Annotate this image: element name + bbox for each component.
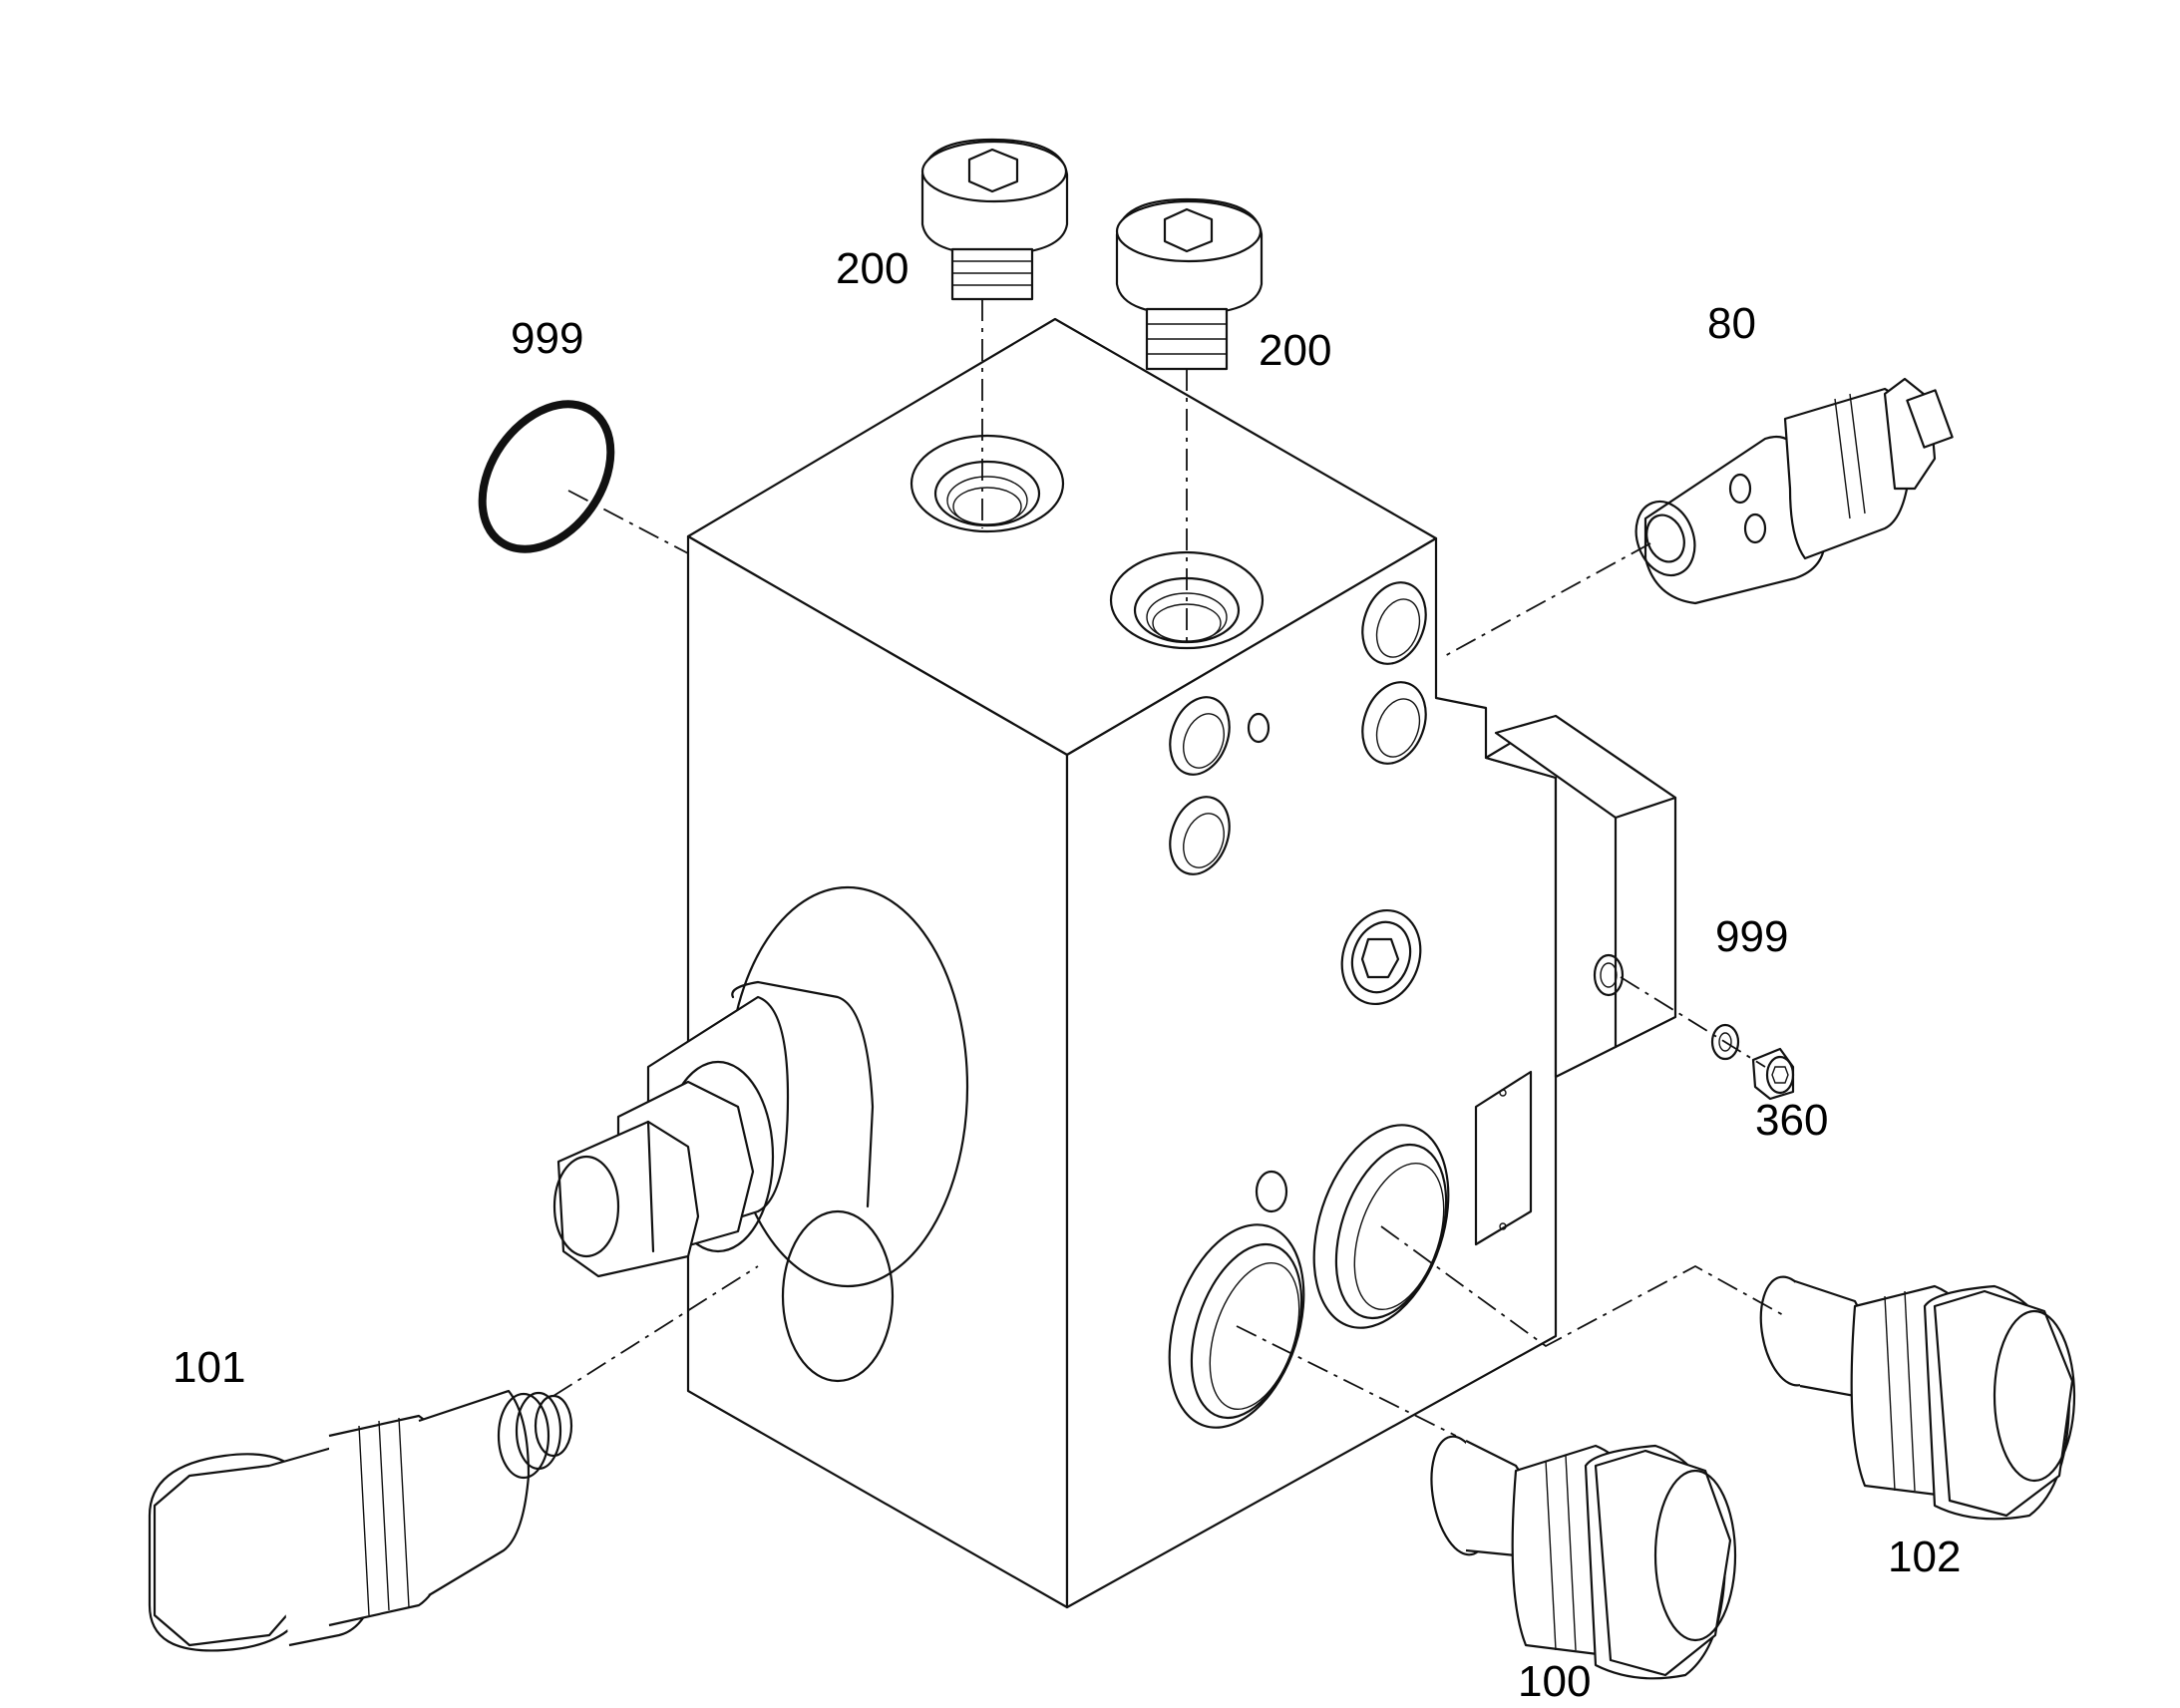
relief-valve-part-101 [148, 1389, 573, 1652]
valve-block-body [686, 317, 1677, 1609]
callout-200-right: 200 [1259, 326, 1332, 375]
callout-102: 102 [1888, 1533, 1962, 1581]
screw-part-360 [1751, 1047, 1795, 1101]
cartridge-valve-part-80 [1635, 377, 1954, 605]
callout-80: 80 [1707, 299, 1756, 348]
callout-100: 100 [1518, 1657, 1592, 1706]
callout-360: 360 [1755, 1096, 1829, 1145]
relief-valve-part-100 [1430, 1435, 1737, 1680]
right-face-ports [1168, 581, 1625, 1429]
top-port-left [909, 434, 1065, 533]
callout-200-left: 200 [836, 244, 909, 293]
callout-999-washer: 999 [1715, 912, 1789, 961]
o-ring-part-999 [478, 400, 615, 553]
callout-999-o-ring: 999 [511, 314, 584, 363]
left-face-boss-fitting [552, 885, 969, 1383]
relief-valve-part-102 [1759, 1275, 2076, 1521]
screw-part-200-left [920, 138, 1069, 301]
leader-lines [552, 299, 1786, 1437]
washer-part-999-small [1710, 1023, 1740, 1061]
screw-part-200-right [1115, 197, 1264, 371]
callout-101: 101 [173, 1343, 246, 1392]
